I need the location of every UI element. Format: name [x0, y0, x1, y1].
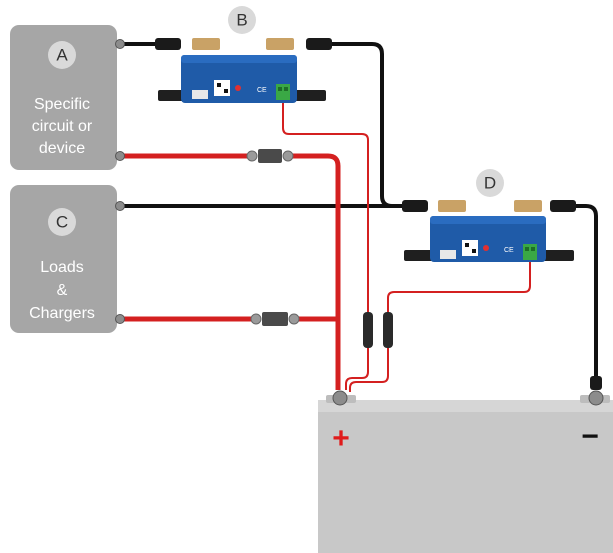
fuse-a-body [258, 149, 282, 163]
sleeve-b-left [155, 38, 181, 50]
sense-wire-shunt-d-lower [349, 345, 389, 392]
shunt-d-qr-mark1 [465, 243, 469, 247]
shunt-b-body [181, 55, 297, 103]
battery: + − [318, 395, 613, 553]
box-c-line2: & [57, 282, 68, 299]
main-fuse-a [246, 149, 294, 163]
badge-c: C [48, 208, 76, 236]
badge-a-text: A [56, 46, 68, 65]
shunt-d-qr-mark2 [472, 249, 476, 253]
box-c-line1: Loads [40, 259, 84, 276]
badge-d: D [476, 169, 504, 197]
badge-d-text: D [484, 174, 496, 193]
badge-c-text: C [56, 213, 68, 232]
battery-body [318, 400, 613, 553]
main-fuse-c [250, 312, 300, 326]
shunt-d-sticker [440, 250, 456, 259]
badge-b: B [228, 6, 256, 34]
shunt-d: CE [404, 200, 574, 262]
sleeve-b-right [306, 38, 332, 50]
shunt-b-qr-code [214, 80, 230, 96]
shunt-b-green-screw1 [278, 87, 282, 91]
shunt-d-terminal-left [438, 200, 466, 212]
shunt-d-body [430, 216, 546, 262]
lug-a-positive [115, 151, 125, 161]
shunt-d-green-screw1 [525, 247, 529, 251]
box-a-body [10, 25, 117, 170]
lug-c-negative [115, 201, 125, 211]
shunt-b-terminal-left [192, 38, 220, 50]
shunt-b-sticker [192, 90, 208, 99]
negative-sleeves [155, 38, 602, 390]
shunt-d-highlight [430, 216, 546, 224]
shunt-b-qr-mark2 [224, 89, 228, 93]
shunt-d-qr-code [462, 240, 478, 256]
badge-b-circle [228, 6, 256, 34]
shunt-d-green-screw2 [531, 247, 535, 251]
lug-a-negative [115, 39, 125, 49]
shunt-b-led [235, 85, 241, 91]
battery-minus-sign: − [581, 420, 599, 453]
sleeve-battery-negative [590, 376, 602, 390]
shunt-b: CE [158, 38, 326, 103]
badge-b-text: B [236, 11, 247, 30]
lug-c-positive [115, 314, 125, 324]
box-a-line1: Specific [34, 96, 90, 113]
shunt-d-green-terminal [523, 244, 537, 260]
battery-top-edge [318, 400, 613, 412]
sense-wire-shunt-b [282, 100, 369, 315]
shunt-d-ce-mark: CE [504, 247, 514, 254]
sleeve-d-left [402, 200, 428, 212]
sense-fuse-left [363, 312, 373, 348]
lug-battery-positive [332, 390, 348, 406]
cable-shunt-d-to-battery-negative [572, 204, 598, 384]
battery-plus-sign: + [332, 422, 350, 455]
fuse-a-stud-left [246, 150, 258, 162]
shunt-b-qr-mark1 [217, 83, 221, 87]
lug-battery-negative [588, 390, 604, 406]
shunt-b-green-terminal [276, 84, 290, 100]
shunt-b-highlight [181, 55, 297, 63]
fuse-a-stud-right [282, 150, 294, 162]
cable-lugs [115, 39, 604, 406]
badge-d-circle [476, 169, 504, 197]
sense-wire-shunt-d [387, 258, 531, 315]
sense-wire-shunt-b-lower [345, 345, 369, 390]
box-a-line3: device [39, 140, 85, 157]
box-a: Specific circuit or device [10, 25, 117, 170]
positive-cables [124, 100, 531, 392]
fuse-c-stud-right [288, 313, 300, 325]
shunt-b-ce-mark: CE [257, 87, 267, 94]
shunt-b-green-screw2 [284, 87, 288, 91]
cable-a-positive-right [290, 153, 341, 390]
sense-fuse-right [383, 312, 393, 348]
shunt-d-led [483, 245, 489, 251]
shunt-d-terminal-right [514, 200, 542, 212]
negative-cables [124, 42, 598, 384]
box-c-line3: Chargers [29, 305, 95, 322]
badge-c-circle [48, 208, 76, 236]
sleeve-d-right [550, 200, 576, 212]
sense-fuses [363, 312, 393, 348]
fuse-c-body [262, 312, 288, 326]
badge-a: A [48, 41, 76, 69]
badge-a-circle [48, 41, 76, 69]
box-c-body [10, 185, 117, 333]
box-c: Loads & Chargers [10, 185, 117, 333]
box-a-line2: circuit or [32, 118, 93, 135]
shunt-b-terminal-right [266, 38, 294, 50]
fuse-c-stud-left [250, 313, 262, 325]
